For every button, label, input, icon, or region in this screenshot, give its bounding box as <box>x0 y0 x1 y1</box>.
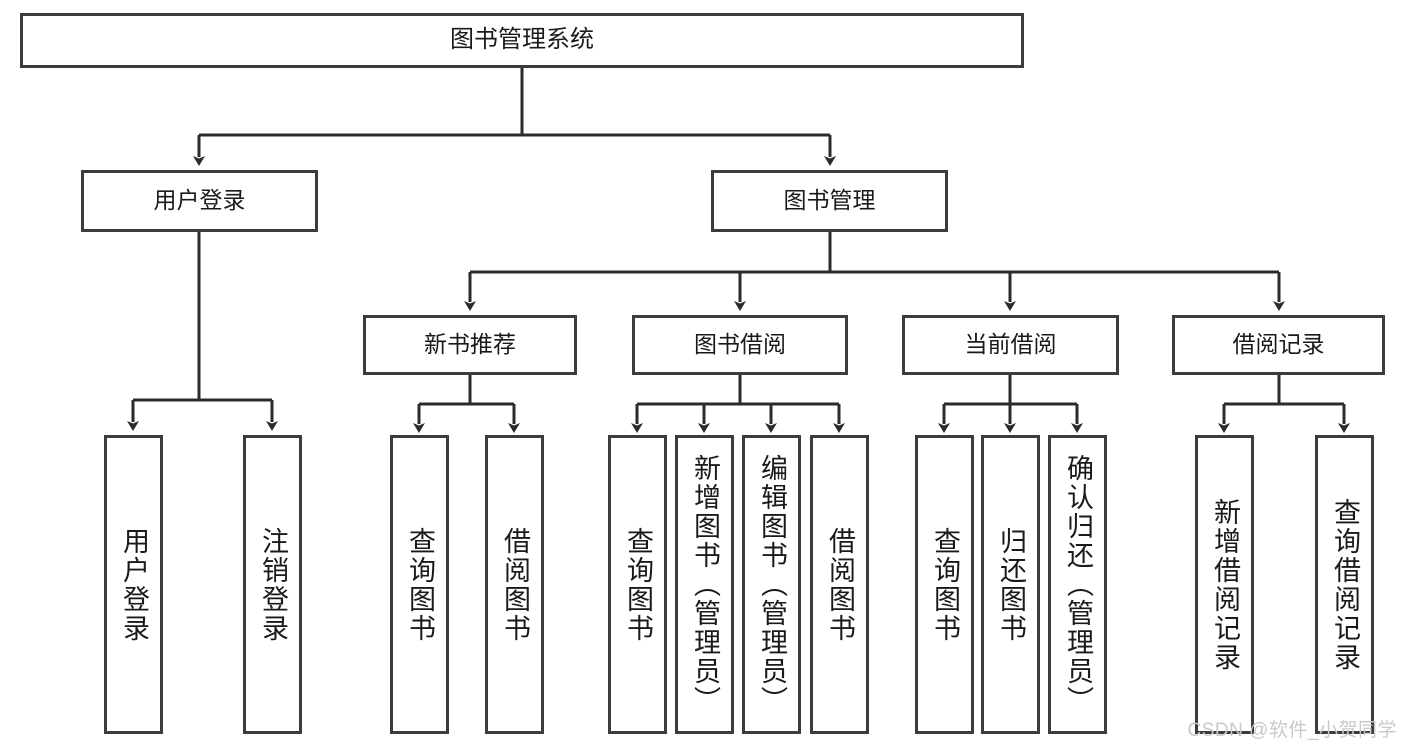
leaf-current-query-book[interactable]: 查询图书 <box>915 435 974 734</box>
node-label: 注销登录 <box>258 526 288 643</box>
leaf-record-add-record[interactable]: 新增借阅记录 <box>1195 435 1254 734</box>
leaf-record-query-record[interactable]: 查询借阅记录 <box>1315 435 1374 734</box>
node-label: 查询图书 <box>623 526 653 643</box>
leaf-user-login[interactable]: 用户登录 <box>104 435 163 734</box>
node-label: 当前借阅 <box>964 331 1057 358</box>
leaf-borrow-add-book[interactable]: 新增图书（管理员） <box>675 435 734 734</box>
node-label: 查询图书 <box>405 526 435 643</box>
csdn-watermark: CSDN @软件_小贺同学 <box>1187 720 1397 741</box>
leaf-borrow-query-book[interactable]: 查询图书 <box>608 435 667 734</box>
node-label: 查询借阅记录 <box>1330 497 1360 672</box>
leaf-user-logout[interactable]: 注销登录 <box>243 435 302 734</box>
leaf-borrow-borrow-book[interactable]: 借阅图书 <box>810 435 869 734</box>
node-user-login[interactable]: 用户登录 <box>81 170 318 232</box>
node-label: 查询图书 <box>930 526 960 643</box>
node-new-book-recommend[interactable]: 新书推荐 <box>363 315 577 375</box>
leaf-borrow-edit-book[interactable]: 编辑图书（管理员） <box>742 435 801 734</box>
node-label: 借阅图书 <box>825 526 855 643</box>
leaf-recommend-query-book[interactable]: 查询图书 <box>390 435 449 734</box>
node-root-system[interactable]: 图书管理系统 <box>20 13 1024 68</box>
node-label: 新增借阅记录 <box>1210 497 1240 672</box>
node-label: 新增图书（管理员） <box>690 454 720 715</box>
leaf-current-confirm-return[interactable]: 确认归还（管理员） <box>1048 435 1107 734</box>
node-label: 确认归还（管理员） <box>1063 454 1093 715</box>
node-label: 图书管理系统 <box>450 26 594 54</box>
node-label: 新书推荐 <box>424 331 516 358</box>
node-label: 借阅记录 <box>1232 331 1325 358</box>
node-label: 图书管理 <box>783 187 876 214</box>
node-borrow-record[interactable]: 借阅记录 <box>1172 315 1385 375</box>
node-label: 用户登录 <box>119 526 149 643</box>
node-book-borrow[interactable]: 图书借阅 <box>632 315 848 375</box>
node-label: 归还图书 <box>996 526 1026 643</box>
node-label: 编辑图书（管理员） <box>757 454 787 715</box>
node-book-management[interactable]: 图书管理 <box>711 170 948 232</box>
node-label: 借阅图书 <box>500 526 530 643</box>
node-current-borrow[interactable]: 当前借阅 <box>902 315 1119 375</box>
node-label: 用户登录 <box>153 187 246 214</box>
leaf-recommend-borrow-book[interactable]: 借阅图书 <box>485 435 544 734</box>
node-label: 图书借阅 <box>694 331 786 358</box>
leaf-current-return-book[interactable]: 归还图书 <box>981 435 1040 734</box>
